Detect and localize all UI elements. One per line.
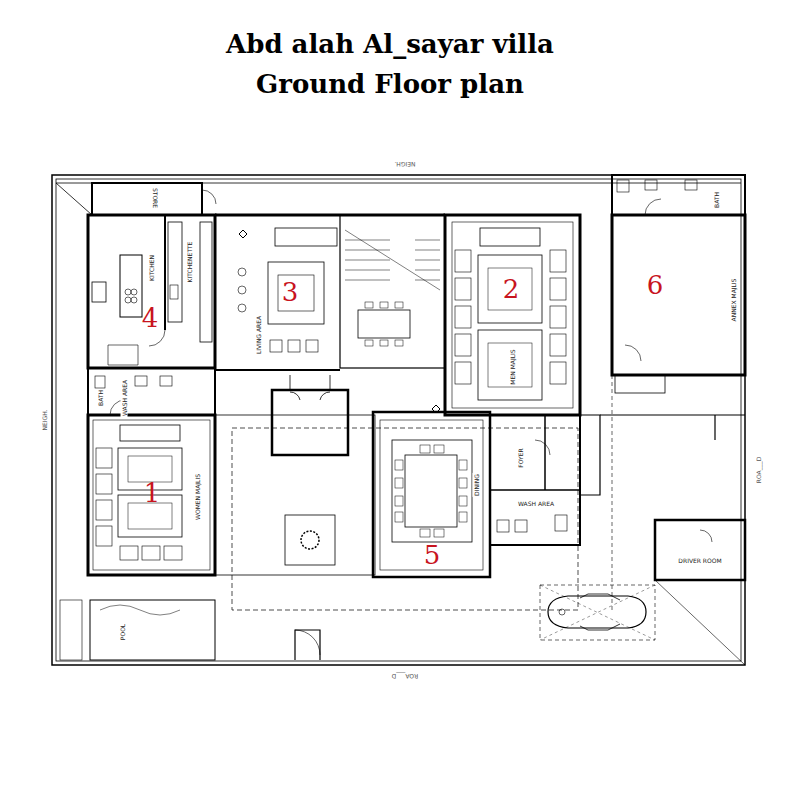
room-label: POOL — [119, 623, 126, 641]
room-label: BATH — [713, 191, 720, 209]
plan-title: Abd alah Al_sayar villa Ground Floor pla… — [200, 24, 580, 104]
room-label: KITCHEN — [148, 254, 155, 282]
room-label: ANNEX MAJLIS — [730, 278, 737, 323]
boundary-label: ROA___D — [391, 673, 420, 680]
callout-number: 1 — [144, 479, 161, 507]
room-label: WASH AREA — [121, 379, 128, 417]
boundary-label: NEIGH. — [393, 161, 416, 168]
boundary-label: NEIGH. — [41, 408, 48, 431]
room-label: WOMEN MAJLIS — [194, 473, 201, 521]
room-label: FOYER — [517, 447, 524, 468]
room-label: STORE — [152, 187, 159, 209]
callout-number: 4 — [142, 304, 159, 332]
callout-number: 2 — [503, 275, 520, 303]
callout-number: 3 — [282, 278, 299, 306]
boundary-label: ROA___D — [755, 456, 762, 485]
room-label: KITCHENETTE — [186, 241, 193, 284]
room-label: LIVING AREA — [255, 315, 262, 355]
callout-number: 5 — [424, 541, 441, 569]
room-label: DINING — [473, 473, 480, 497]
room-label: WASH AREA — [517, 500, 555, 507]
room-label: DRIVER ROOM — [677, 557, 722, 564]
room-label: MEN MAJLIS — [509, 348, 516, 385]
callout-number: 6 — [647, 271, 664, 299]
room-label: BATH — [97, 389, 104, 407]
